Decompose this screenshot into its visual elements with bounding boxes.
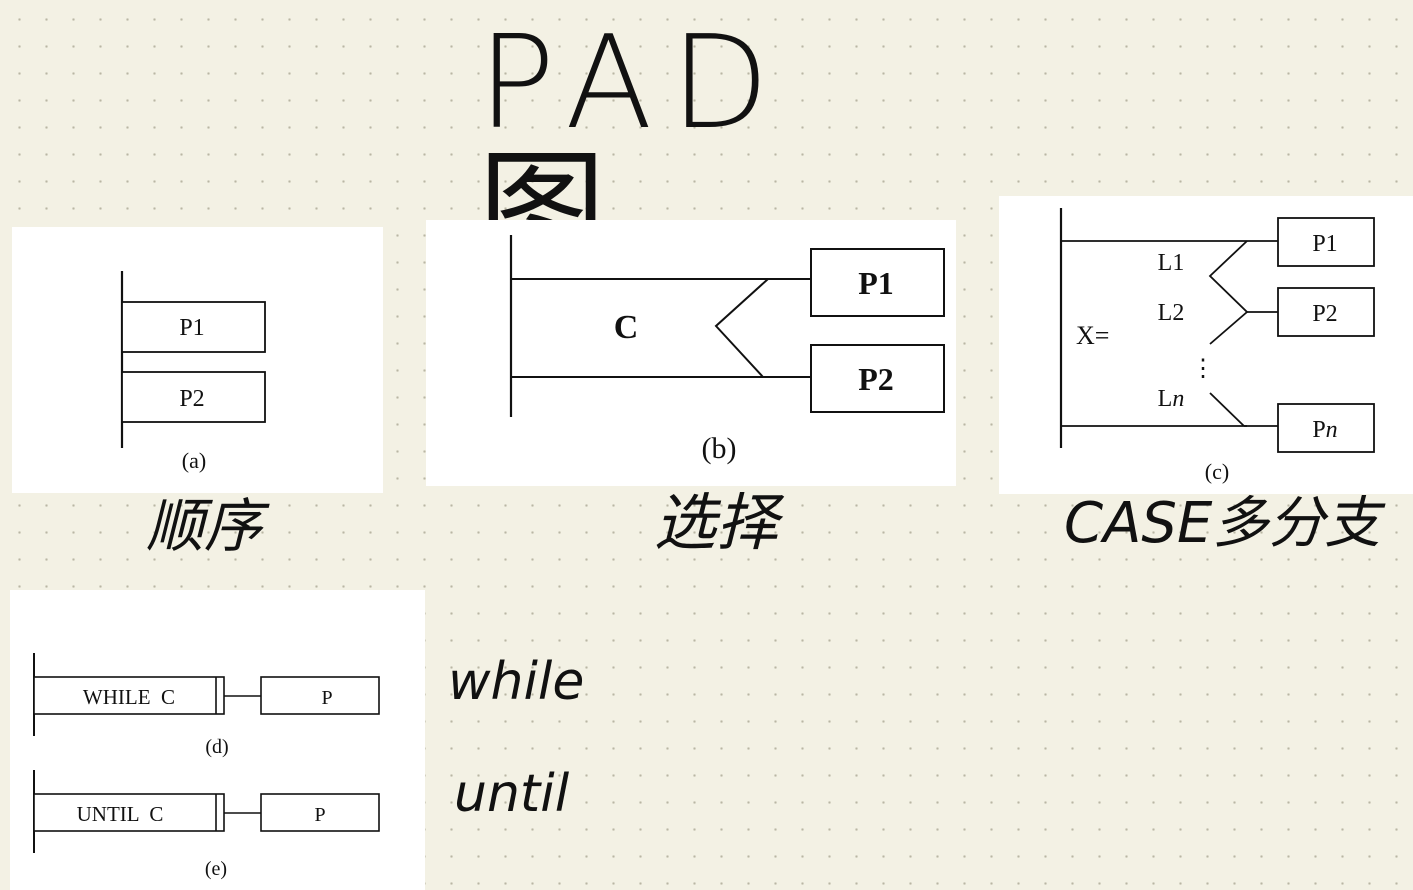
caption-a: (a) <box>182 448 206 473</box>
branch-label-ln-base: L <box>1158 386 1173 412</box>
loop-diagrams: WHILE C P (d) UNTIL C P (e) <box>33 653 380 880</box>
branch-label-ln-suffix: n <box>1172 386 1184 412</box>
box-pn-label: Pn <box>1312 417 1337 443</box>
page-title: PAD图 <box>478 9 788 286</box>
while-condition-label: WHILE C <box>83 685 175 709</box>
branch-ellipsis: ⋮ <box>1191 356 1215 382</box>
box-p2-label: P2 <box>1312 301 1337 327</box>
branch-label-l2: L2 <box>1158 300 1185 326</box>
box-p1 <box>121 301 266 353</box>
box-pn-base: P <box>1312 417 1325 443</box>
caption-e: (e) <box>205 858 227 880</box>
case-diagram: X= L1 L2 ⋮ Ln P1 P2 Pn (c) <box>1059 208 1375 484</box>
box-p1 <box>1277 217 1375 267</box>
box-p1 <box>810 248 945 317</box>
box-p1-label: P1 <box>179 315 204 341</box>
caption-b: (b) <box>702 432 737 465</box>
diagram-a-panel: P1 P2 (a) <box>12 227 383 493</box>
branch-label-ln: Ln <box>1158 386 1185 412</box>
diagram-de-panel: WHILE C P (d) UNTIL C P (e) <box>10 590 425 890</box>
until-body-box <box>260 793 380 832</box>
note-sequence: 顺序 <box>146 492 263 560</box>
selection-diagram: C P1 P2 (b) <box>509 235 945 465</box>
note-case: CASE多分支 <box>1064 491 1381 556</box>
diagram-b-panel: C P1 P2 (b) <box>426 220 956 486</box>
note-until: until <box>454 764 570 824</box>
box-p2-label: P2 <box>858 361 894 397</box>
box-p2 <box>810 344 945 413</box>
note-selection: 选择 <box>654 486 779 559</box>
until-condition-label: UNTIL C <box>77 802 164 826</box>
selector-label: X= <box>1076 321 1109 350</box>
branch-label-l1: L1 <box>1158 250 1185 276</box>
box-pn <box>1277 403 1375 453</box>
box-p2-label: P2 <box>179 386 204 412</box>
box-pn-suffix: n <box>1326 417 1338 443</box>
sequence-diagram: P1 P2 (a) <box>120 271 266 473</box>
while-body-label: P <box>321 687 332 709</box>
box-p2 <box>121 371 266 423</box>
box-p1-label: P1 <box>858 265 894 301</box>
condition-label: C <box>614 309 639 346</box>
note-while: while <box>448 652 585 712</box>
box-p2 <box>1277 287 1375 337</box>
while-body-box <box>260 676 380 715</box>
caption-d: (d) <box>205 736 228 758</box>
caption-c: (c) <box>1205 459 1229 484</box>
until-body-label: P <box>314 804 325 826</box>
box-p1-label: P1 <box>1312 231 1337 257</box>
diagram-c-panel: X= L1 L2 ⋮ Ln P1 P2 Pn (c) <box>999 196 1413 494</box>
